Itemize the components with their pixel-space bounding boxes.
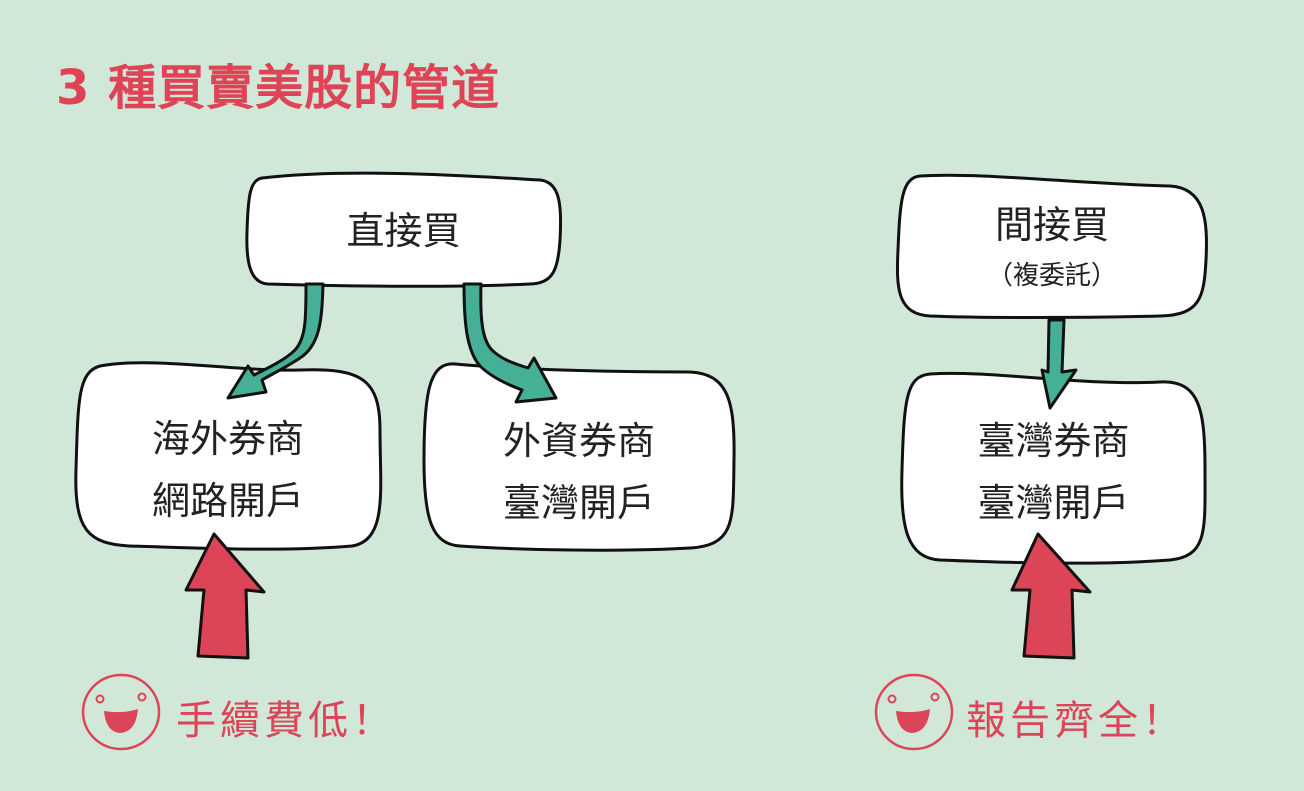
node-foreign-shape: [422, 362, 736, 552]
callout-low-fee: 手續費低！: [176, 698, 396, 744]
red-arrow-low-fee: [184, 532, 266, 660]
smiley-face-icon: [874, 673, 954, 751]
node-indirect-label: 間接買 （複委託）: [898, 194, 1206, 296]
node-taiwan-label: 臺灣券商 臺灣開戶: [902, 410, 1205, 534]
smiley-face-icon: [81, 673, 161, 751]
arrow-direct-to-foreign: [462, 282, 558, 404]
diagram-title: 3 種買賣美股的管道: [56, 60, 501, 116]
overseas-line1: 海外券商: [151, 417, 304, 461]
node-overseas-label: 海外券商 網路開戶: [76, 408, 380, 532]
foreign-line2: 臺灣開戶: [502, 481, 655, 525]
arrow-indirect-to-taiwan: [1040, 318, 1078, 410]
node-direct-label: 直接買: [247, 200, 560, 262]
foreign-line1: 外資券商: [502, 419, 655, 463]
red-arrow-full-reports: [1010, 532, 1092, 660]
node-overseas-shape: [74, 361, 383, 551]
taiwan-line2: 臺灣開戶: [977, 481, 1130, 525]
arrow-direct-to-overseas: [226, 282, 325, 400]
callout-full-reports: 報告齊全！: [966, 698, 1186, 744]
node-foreign-label: 外資券商 臺灣開戶: [424, 410, 734, 534]
direct-label: 直接買: [346, 209, 461, 253]
indirect-label: 間接買: [994, 203, 1109, 247]
node-direct-shape: [245, 171, 563, 288]
overseas-line2: 網路開戶: [151, 479, 304, 523]
node-taiwan-shape: [900, 371, 1207, 565]
node-indirect-shape: [895, 173, 1208, 319]
taiwan-line1: 臺灣券商: [977, 419, 1130, 463]
indirect-sub: （複委託）: [986, 261, 1117, 291]
